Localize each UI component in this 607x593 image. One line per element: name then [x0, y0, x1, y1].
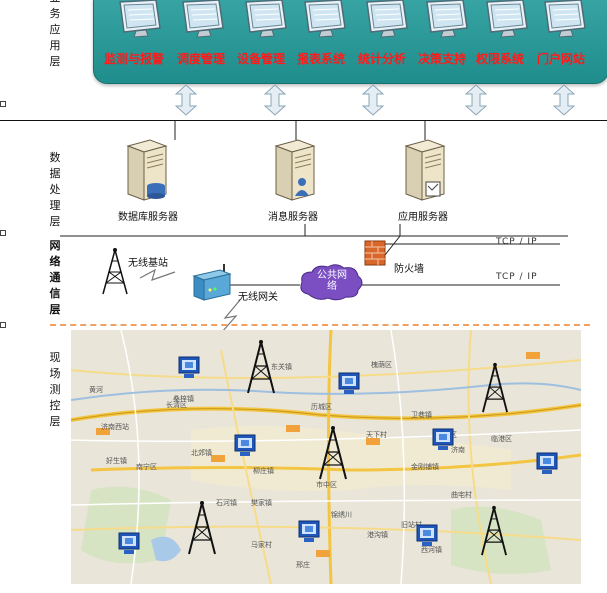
cell-tower-icon: [482, 362, 508, 413]
map-place-label: 旧站村: [401, 521, 422, 529]
map-place-label: 卫巷镇: [411, 411, 432, 419]
map-place-label: 北郊镇: [191, 449, 212, 457]
field-terminal-icon: [118, 532, 140, 554]
double-arrow-icon: [362, 84, 384, 116]
message-server-icon: [274, 139, 316, 201]
double-arrow-icon: [264, 84, 286, 116]
field-terminal-icon: [298, 520, 320, 542]
map-place-label: 石河镇: [216, 499, 237, 507]
edge-marker: [0, 230, 6, 236]
app-label: 门户网站: [537, 52, 586, 66]
map-place-label: 济南: [451, 446, 465, 454]
map-place-label: 柳庄镇: [253, 467, 274, 475]
layer-label-network: 网络通信层: [49, 239, 61, 316]
cell-tower-icon: [319, 426, 347, 480]
map-place-label: 南宁区: [136, 463, 157, 471]
application-server-label: 应用服务器: [398, 212, 448, 223]
field-terminal-icon: [432, 428, 454, 450]
map-place-label: 历城区: [311, 403, 332, 411]
monitor-icon: [426, 0, 468, 38]
monitor-icon: [119, 0, 161, 38]
double-arrow-icon: [175, 84, 197, 116]
business-app-panel: [93, 0, 607, 84]
wireless-gateway-icon: [192, 264, 232, 301]
map-place-label: 马家村: [251, 541, 272, 549]
edge-marker: [0, 101, 6, 107]
monitor-icon: [544, 0, 586, 38]
application-server-icon: [404, 139, 446, 201]
map-place-label: 曲宅村: [451, 491, 472, 499]
map-place-label: 市中区: [316, 481, 337, 489]
edge-marker: [0, 322, 6, 328]
app-label: 权限系统: [476, 52, 525, 66]
cell-tower-icon: [188, 501, 216, 555]
app-label: 统计分析: [358, 52, 407, 66]
monitor-icon: [182, 0, 224, 38]
layer-label-field: 现场测控层: [49, 351, 61, 428]
cell-tower-icon: [247, 340, 275, 394]
map-place-label: 济南西站: [101, 423, 129, 431]
firewall-icon: [364, 240, 386, 266]
database-server-icon: [126, 139, 168, 201]
database-server-label: 数据库服务器: [118, 212, 178, 223]
base-station-label: 无线基站: [128, 258, 168, 269]
firewall-label: 防火墙: [394, 264, 424, 275]
app-label: 决策支持: [418, 52, 467, 66]
monitor-icon: [486, 0, 528, 38]
field-layer-divider: [50, 324, 590, 326]
map-place-label: 长清区: [166, 401, 187, 409]
tcpip-label-upper: TCP / IP: [496, 237, 538, 247]
message-server-label: 消息服务器: [268, 212, 318, 223]
public-network-cloud-icon: [300, 264, 363, 301]
map-place-label: 桑梓镇: [173, 395, 194, 403]
layer-label-data: 数据处理层: [49, 151, 61, 228]
map-place-label: 好生镇: [106, 457, 127, 465]
field-terminal-icon: [536, 452, 558, 474]
wireless-gateway-label: 无线网关: [238, 292, 278, 303]
map-place-label: 槐荫区: [371, 361, 392, 369]
double-arrow-icon: [465, 84, 487, 116]
layer-label-business: 业务应用层: [49, 0, 61, 68]
map-place-label: 天下村: [366, 431, 387, 439]
map-place-label: 临港区: [491, 435, 512, 443]
application-bus-line: [0, 120, 607, 121]
monitor-icon: [245, 0, 287, 38]
app-label: 监测与报警: [104, 52, 165, 66]
field-terminal-icon: [416, 524, 438, 546]
monitor-icon: [366, 0, 408, 38]
map-place-label: 港沟镇: [367, 531, 388, 539]
public-network-label: 公共网络: [317, 270, 347, 292]
app-label: 报表系统: [297, 52, 346, 66]
map-place-label: 西河镇: [421, 546, 442, 554]
tcpip-label-lower: TCP / IP: [496, 272, 538, 282]
field-terminal-icon: [338, 372, 360, 394]
base-station-tower-icon: [102, 248, 128, 295]
map-place-label: 锦绣川: [331, 511, 352, 519]
field-terminal-icon: [178, 356, 200, 378]
map-place-label: 黄河: [89, 386, 103, 394]
map-place-label: 东关镇: [271, 363, 292, 371]
double-arrow-icon: [553, 84, 575, 116]
app-label: 设备管理: [237, 52, 286, 66]
field-terminal-icon: [234, 434, 256, 456]
cell-tower-icon: [481, 505, 507, 556]
app-label: 调度管理: [177, 52, 226, 66]
monitor-icon: [304, 0, 346, 38]
map-place-label: 樊家镇: [251, 499, 272, 507]
map-place-label: 邢庄: [296, 561, 310, 569]
map-place-label: 金刚铺镇: [411, 463, 439, 471]
